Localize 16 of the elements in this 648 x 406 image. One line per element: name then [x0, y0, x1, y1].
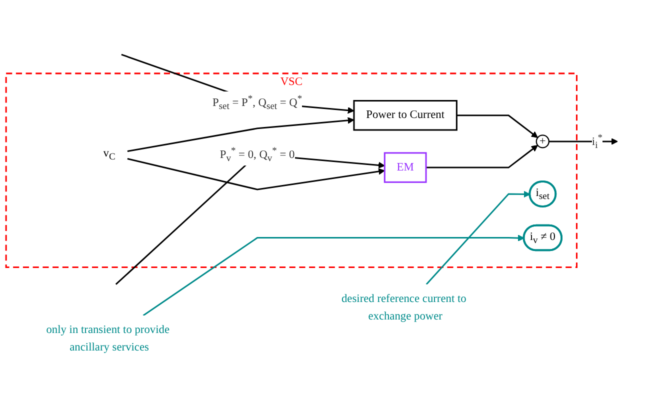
arrow: [426, 144, 538, 168]
arrow: [142, 234, 524, 316]
node-box: Power to Current: [353, 100, 458, 131]
node-text: only in transient to provide ancillary services: [46, 324, 170, 354]
arrow: [121, 54, 354, 114]
arrow: [456, 114, 538, 138]
node-box: EM: [384, 152, 427, 183]
node-text: v$_{C}$: [103, 147, 116, 162]
arrow: [548, 138, 618, 145]
node-text: desired reference current to exchange power: [341, 292, 466, 322]
edge-label: P$_{set}$ = P$^{*}$, Q$_{set}$ = Q$^{*}$: [212, 92, 302, 112]
edge-label: P$_{v}$$^{*}$ = 0, Q$_{v}$$^{*}$ = 0: [220, 145, 295, 164]
arrow: [127, 117, 354, 152]
node-circle: +: [536, 134, 550, 148]
arrow: [426, 190, 530, 285]
arrow: [127, 158, 385, 190]
